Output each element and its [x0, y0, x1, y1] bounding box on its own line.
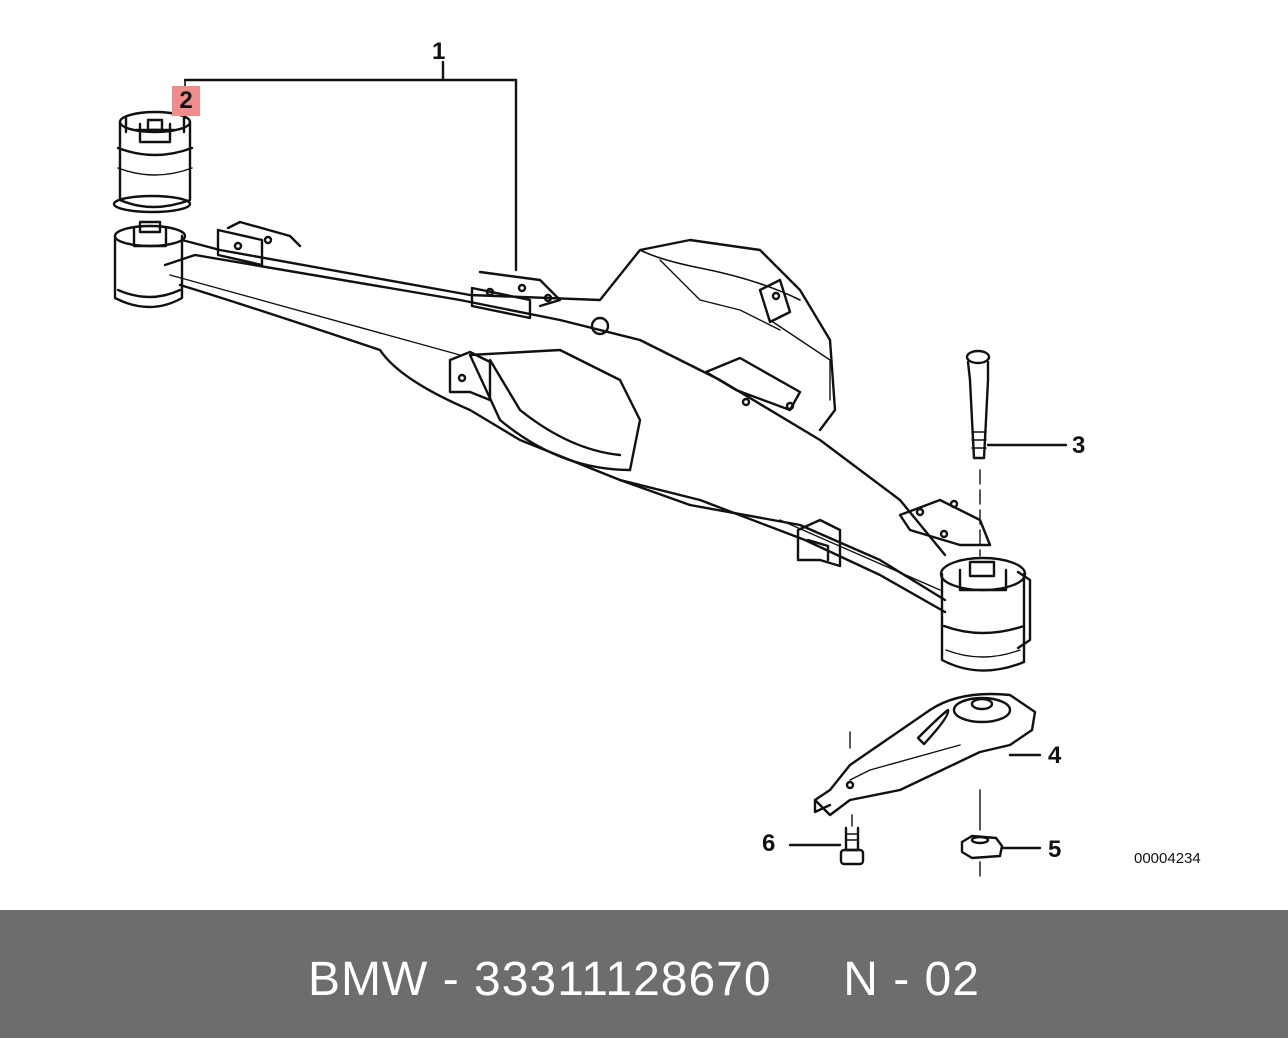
- callout-2-highlighted: 2: [172, 86, 200, 116]
- left-mount-bushing-drawing: [113, 220, 187, 309]
- callout-1: 1: [432, 38, 446, 65]
- diagram-code: 00004234: [1134, 850, 1201, 867]
- bolt-drawing: [965, 349, 1068, 557]
- rear-axle-carrier-drawing: [112, 60, 1068, 877]
- callout-6: 6: [762, 830, 776, 857]
- parts-diagram: 1 2 3 4 5 6 00004234: [112, 38, 1201, 877]
- right-mount-bushing-drawing: [939, 556, 1032, 672]
- part-number: 33311128670: [474, 953, 772, 1006]
- footer-bar: BMW - 33311128670 N - 02: [0, 910, 1288, 1038]
- beam-brackets-drawing: [216, 220, 992, 568]
- separate-bushing-drawing: [112, 110, 194, 214]
- callout-3: 3: [1072, 432, 1086, 459]
- position-label: N - 02: [843, 953, 980, 1006]
- leader-line-1: [183, 60, 518, 272]
- separator: -: [442, 953, 460, 1006]
- nut-drawing: [960, 789, 1042, 877]
- bracket-plate-drawing: [813, 692, 1042, 817]
- screw-drawing: [788, 814, 865, 866]
- callout-4: 4: [1048, 742, 1062, 769]
- part-caption: BMW - 33311128670 N - 02: [0, 910, 1288, 1038]
- callout-5: 5: [1048, 836, 1062, 863]
- brand-label: BMW: [308, 953, 429, 1006]
